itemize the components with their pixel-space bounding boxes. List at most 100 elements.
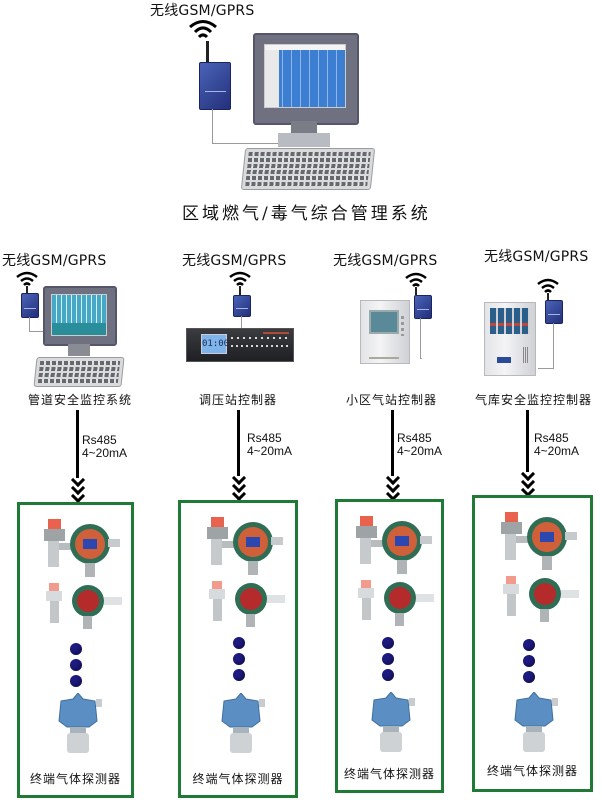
gsm-modem-icon [545,300,563,324]
more-detectors-dot [233,669,245,681]
explosion-proof-detector-icon [514,692,558,752]
controller-4-label: 气库安全监控控制器 [475,393,593,407]
cabinet-screen [369,310,399,334]
protocol-rs485: Rs485 [534,431,569,445]
explosion-proof-detector-icon [58,693,102,753]
gas-detector-icon [209,581,285,627]
center-wireless-label: 无线GSM/GPRS [150,0,254,20]
arrow-line [526,410,529,472]
more-detectors-dot [523,639,535,651]
connection-wire [212,109,281,144]
wifi-signal-icon [405,272,427,287]
protocol-rs485: Rs485 [397,431,432,445]
controller-2-rack-icon: 01:00 [186,328,294,362]
detector-group-2: 终端气体探测器 [178,500,298,798]
gsm-modem-icon [199,62,231,110]
cabinet-brand-strip [369,357,399,359]
connection-wire [420,318,422,359]
wireless-label-en: GSM/GPRS [512,249,589,265]
gas-detector-with-alarm-icon [207,517,283,575]
controller-1-label: 管道安全监控系统 [28,393,133,407]
gas-detector-with-alarm-icon [44,519,120,577]
controller-4-wireless-label: 无线GSM/GPRS [484,246,588,266]
controller-2-protocol: Rs485 4~20mA [247,432,292,458]
wireless-label-en: GSM/GPRS [361,253,438,269]
channel-alarm-leds [490,323,530,326]
protocol-current-loop: 4~20mA [247,444,293,458]
more-detectors-dot [382,637,394,649]
antenna-icon [206,41,209,63]
wifi-signal-icon [189,20,217,39]
monitor-stand [68,344,90,356]
wireless-label-cn: 无线 [150,3,179,19]
controller-3-label: 小区气站控制器 [346,393,438,407]
protocol-current-loop: 4~20mA [82,446,128,460]
more-detectors-dot [70,659,82,671]
antenna-icon [26,286,28,294]
connection-wire [538,323,554,369]
more-detectors-dot [70,643,82,655]
wifi-signal-icon [229,271,251,286]
brand-logo [497,357,511,363]
controller-2-label: 调压站控制器 [199,393,278,407]
more-detectors-dot [382,653,394,665]
controller-3-cabinet-icon [360,300,410,364]
controller-3-wireless-label: 无线GSM/GPRS [333,250,437,270]
more-detectors-dot [523,671,535,683]
more-detectors-dot [523,655,535,667]
detector-group-4-label: 终端气体探测器 [486,764,578,778]
protocol-rs485: Rs485 [82,433,117,447]
protocol-rs485: Rs485 [247,431,282,445]
wireless-label-en: GSM/GPRS [178,3,255,19]
controller-2-wireless-label: 无线GSM/GPRS [182,250,286,270]
connection-wire [29,317,50,332]
brand-strip [263,332,289,334]
explosion-proof-detector-icon [371,692,415,752]
detector-group-4: 终端气体探测器 [472,495,593,792]
arrow-line [237,410,240,476]
wifi-signal-icon [537,278,559,293]
antenna-icon [547,293,549,300]
cabinet-vents [523,347,529,363]
gsm-modem-icon [233,295,251,317]
cabinet-vents [401,316,404,336]
more-detectors-dot [70,675,82,687]
wireless-label-cn: 无线 [333,253,362,269]
detector-group-2-label: 终端气体探测器 [192,772,284,786]
indicator-leds [231,345,289,347]
controller-1-monitor-icon [43,286,117,346]
controller-4-cabinet-icon [484,302,536,376]
wireless-label-cn: 无线 [182,253,211,269]
detector-group-1: 终端气体探测器 [17,502,134,798]
wireless-label-cn: 无线 [2,253,31,269]
controller-1-wireless-label: 无线GSM/GPRS [2,250,106,270]
gas-detector-with-alarm-icon [356,516,432,574]
controller-3-protocol: Rs485 4~20mA [397,432,442,458]
detector-group-1-label: 终端气体探测器 [29,772,121,786]
gas-detector-icon [503,576,579,622]
central-monitor-icon [253,33,359,125]
arrow-line [76,410,79,478]
protocol-current-loop: 4~20mA [534,444,580,458]
connection-wire [241,316,242,328]
antenna-icon [415,287,417,295]
gas-detector-with-alarm-icon [501,512,577,570]
channel-displays [490,308,530,334]
monitor-screen [51,294,107,336]
wireless-label-en: GSM/GPRS [30,253,107,269]
more-detectors-dot [233,637,245,649]
explosion-proof-detector-icon [221,693,265,753]
controller-2-display: 01:00 [201,334,229,354]
center-system-title: 区域燃气/毒气综合管理系统 [182,204,431,224]
gsm-modem-icon [414,295,432,319]
wireless-label-cn: 无线 [484,249,513,265]
indicator-leds [231,337,289,339]
wireless-label-en: GSM/GPRS [210,253,287,269]
monitor-screen [264,44,346,108]
gas-detector-icon [358,580,434,626]
detector-group-3-label: 终端气体探测器 [343,767,435,781]
arrow-line [391,410,394,476]
controller-4-protocol: Rs485 4~20mA [534,432,579,458]
protocol-current-loop: 4~20mA [397,444,443,458]
wifi-signal-icon [16,271,38,286]
